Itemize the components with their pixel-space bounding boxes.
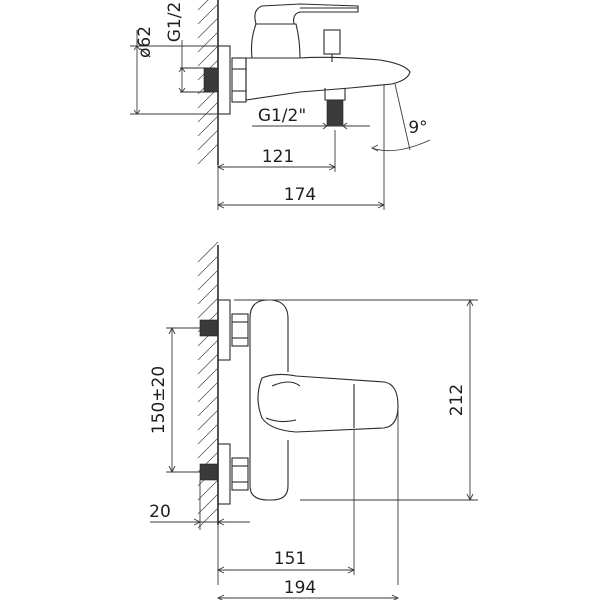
label-top-total-length: 174 bbox=[284, 185, 316, 205]
top-wall-pipe bbox=[180, 45, 247, 115]
top-dimensions bbox=[130, 30, 431, 210]
front-view: 150±20 20 212 151 194 bbox=[149, 241, 478, 600]
top-view: ø62 G1/2 G1/2" 9° 121 174 bbox=[130, 0, 431, 210]
label-thread-spout: G1/2" bbox=[258, 106, 306, 126]
front-wall-hatch bbox=[197, 241, 219, 529]
label-height: 212 bbox=[447, 384, 467, 416]
label-spout-length: 121 bbox=[262, 147, 294, 167]
label-wall-offset: 20 bbox=[149, 502, 171, 522]
label-diameter: ø62 bbox=[135, 26, 155, 58]
front-dimensions bbox=[150, 298, 478, 600]
label-spacing: 150±20 bbox=[149, 366, 169, 434]
top-faucet-body bbox=[245, 3, 411, 127]
label-handle-length: 151 bbox=[274, 549, 306, 569]
front-faucet-body bbox=[249, 299, 399, 501]
label-angle: 9° bbox=[408, 118, 427, 138]
label-front-total-length: 194 bbox=[284, 578, 316, 598]
front-connectors bbox=[199, 299, 249, 505]
label-thread-wall: G1/2 bbox=[165, 2, 185, 43]
